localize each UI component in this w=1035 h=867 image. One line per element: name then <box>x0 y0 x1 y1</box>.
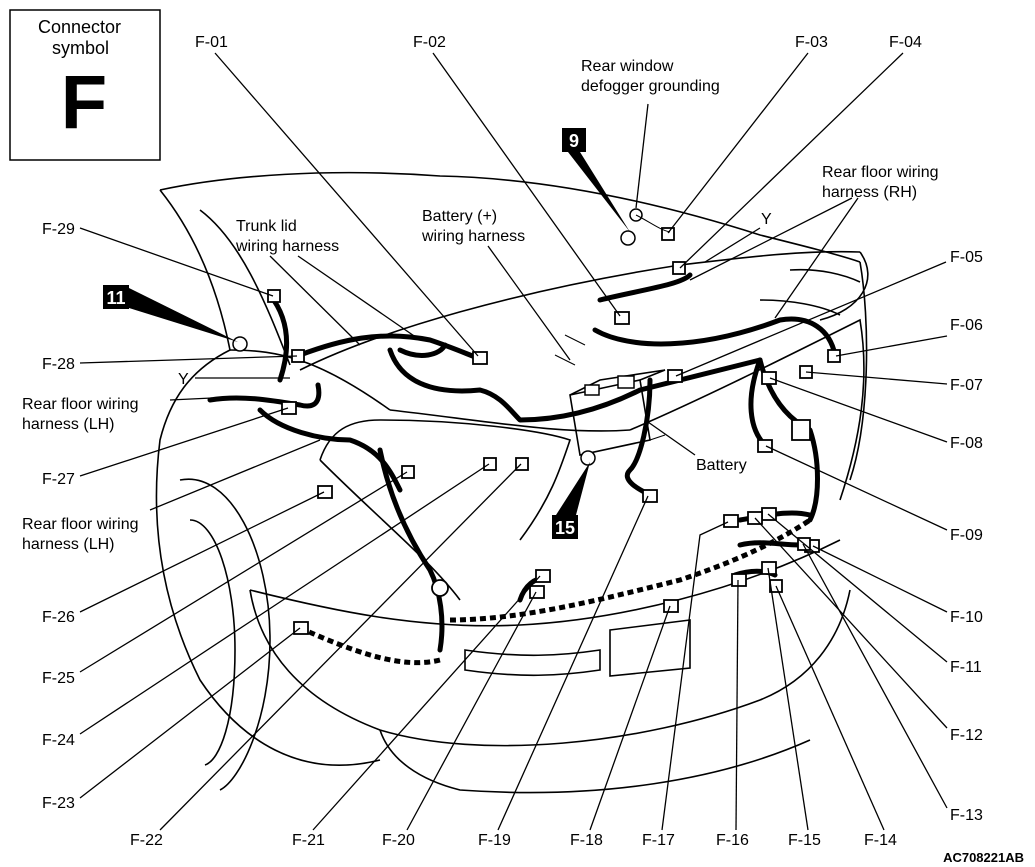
label-F-29: F-29 <box>42 221 75 238</box>
ground-9 <box>620 230 636 246</box>
connector-F-17 <box>723 514 739 528</box>
label-F-25: F-25 <box>42 670 75 687</box>
legend-title-line2: symbol <box>52 38 109 58</box>
connector-F-24 <box>483 457 497 471</box>
ground-points <box>232 208 671 466</box>
legend-symbol: F <box>61 60 107 145</box>
label-F-02: F-02 <box>413 34 446 51</box>
callout-y-top: Y <box>761 211 772 228</box>
label-F-26: F-26 <box>42 609 75 626</box>
ground-11 <box>232 336 248 352</box>
connector-symbol-legend: Connector symbol F <box>9 9 161 161</box>
badge-11-text: 11 <box>106 288 125 308</box>
label-F-11: F-11 <box>950 659 982 676</box>
label-F-03: F-03 <box>795 34 828 51</box>
harness-grommet <box>431 579 449 597</box>
label-F-19: F-19 <box>478 832 511 849</box>
connector-F-03 <box>661 227 675 241</box>
label-F-24: F-24 <box>42 732 75 749</box>
connector-F-25 <box>401 465 415 479</box>
label-F-15: F-15 <box>788 832 821 849</box>
label-F-22: F-22 <box>130 832 163 849</box>
callout-labels: Rear window defogger grounding Rear floo… <box>22 58 1024 865</box>
connector-labels: F-01 F-02 F-03 F-04 F-05 F-06 F-07 F-08 … <box>42 34 983 849</box>
callout-battery-plus-line2: wiring harness <box>421 228 525 245</box>
label-F-21: F-21 <box>292 832 325 849</box>
callout-rear-window-defogger-line2: defogger grounding <box>581 78 720 95</box>
connector-F-20 <box>529 585 545 599</box>
label-F-05: F-05 <box>950 249 983 266</box>
ground-15 <box>580 450 596 466</box>
callout-rear-floor-lh-b-line1: Rear floor wiring <box>22 516 138 533</box>
connector-F-08 <box>761 371 777 385</box>
ground-badge-15: 15 <box>552 462 590 539</box>
label-F-08: F-08 <box>950 435 983 452</box>
connector-F-22 <box>293 621 309 635</box>
label-F-17: F-17 <box>642 832 675 849</box>
label-F-04: F-04 <box>889 34 922 51</box>
connector-F-26 <box>317 485 333 499</box>
connector-F-18 <box>663 599 679 613</box>
label-F-07: F-07 <box>950 377 983 394</box>
callout-rear-floor-rh-line2: harness (RH) <box>822 184 917 201</box>
badge-15-text: 15 <box>555 518 575 538</box>
label-F-23: F-23 <box>42 795 75 812</box>
harness-clip <box>791 419 811 441</box>
callout-rear-floor-lh-a-line2: harness (LH) <box>22 416 114 433</box>
label-F-14: F-14 <box>864 832 897 849</box>
connector-F-01 <box>472 351 488 365</box>
connector-F-04 <box>672 261 686 275</box>
callout-battery: Battery <box>696 457 747 474</box>
label-F-20: F-20 <box>382 832 415 849</box>
connector-F-16 <box>731 573 747 587</box>
callout-rear-floor-rh-line1: Rear floor wiring <box>822 164 938 181</box>
connector-F-29 <box>267 289 281 303</box>
label-F-10: F-10 <box>950 609 983 626</box>
connector-F-21 <box>535 569 551 583</box>
legend-title-line1: Connector <box>38 17 121 37</box>
leader-lines <box>79 52 948 831</box>
label-F-27: F-27 <box>42 471 75 488</box>
ground-badge-9: 9 <box>562 128 630 232</box>
connector-F-19 <box>642 489 658 503</box>
vehicle-body-outline <box>155 171 869 794</box>
ground-badge-11: 11 <box>103 285 238 342</box>
label-F-06: F-06 <box>950 317 983 334</box>
badge-9-text: 9 <box>569 131 579 151</box>
callout-rear-window-defogger-line1: Rear window <box>581 58 674 75</box>
figure-code: AC708221AB <box>943 850 1024 865</box>
connector-F-27 <box>281 401 297 415</box>
callout-rear-floor-lh-b-line2: harness (LH) <box>22 536 114 553</box>
label-F-01: F-01 <box>195 34 228 51</box>
callout-y-left: Y <box>178 371 189 388</box>
label-F-13: F-13 <box>950 807 983 824</box>
connector-F-02 <box>614 311 630 325</box>
callout-trunk-lid-line1: Trunk lid <box>236 218 297 235</box>
label-F-16: F-16 <box>716 832 749 849</box>
connector-F-06 <box>827 349 841 363</box>
callout-trunk-lid-line2: wiring harness <box>235 238 339 255</box>
connector-F-09 <box>757 439 773 453</box>
connector-F-05 <box>667 369 683 383</box>
connector-F-23 <box>515 457 529 471</box>
label-F-28: F-28 <box>42 356 75 373</box>
callout-battery-plus-line1: Battery (+) <box>422 208 497 225</box>
callout-rear-floor-lh-a-line1: Rear floor wiring <box>22 396 138 413</box>
label-F-12: F-12 <box>950 727 983 744</box>
label-F-09: F-09 <box>950 527 983 544</box>
label-F-18: F-18 <box>570 832 603 849</box>
